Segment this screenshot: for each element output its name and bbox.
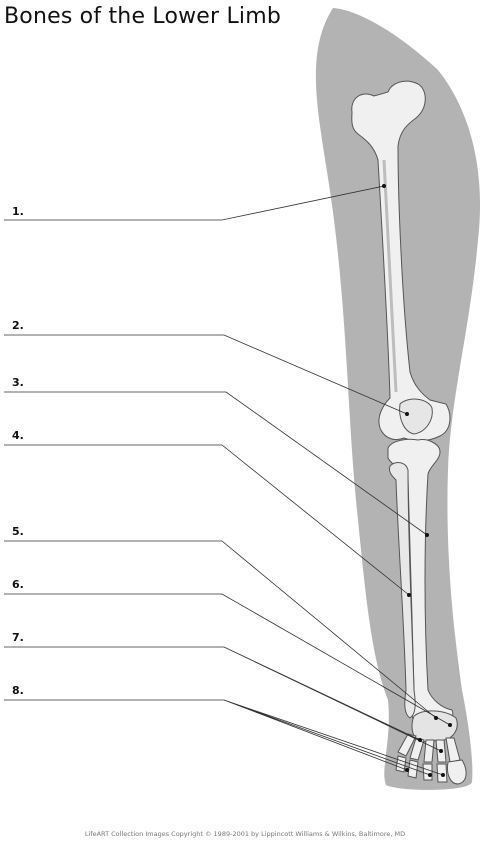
metatarsal-5 xyxy=(397,733,417,757)
patella xyxy=(399,398,433,435)
label-7: 7. xyxy=(12,631,24,644)
phalanx-5 xyxy=(395,755,407,773)
leader-1 xyxy=(4,185,385,221)
phalanx-3 xyxy=(422,763,433,781)
label-2: 2. xyxy=(12,319,24,332)
copyright-notice: LifeART Collection Images Copyright © 19… xyxy=(84,830,406,838)
leader-dot-1 xyxy=(382,184,386,188)
label-8: 8. xyxy=(12,684,24,697)
label-6: 6. xyxy=(12,578,24,591)
phalanx-big-toe xyxy=(447,759,467,785)
leader-dot-8a xyxy=(405,768,409,772)
leader-dot-7a xyxy=(418,738,422,742)
leader-4 xyxy=(4,444,410,596)
metatarsal-3 xyxy=(423,739,435,763)
femur xyxy=(351,80,451,442)
leader-5 xyxy=(4,540,437,719)
leader-dot-6 xyxy=(448,723,452,727)
leader-8 xyxy=(4,699,444,776)
leader-dot-2 xyxy=(405,412,409,416)
label-4: 4. xyxy=(12,429,24,442)
tibia xyxy=(387,438,454,725)
phalanx-2 xyxy=(436,763,448,783)
leader-7 xyxy=(4,646,442,752)
leader-dot-3 xyxy=(425,533,429,537)
leader-lines xyxy=(4,185,451,776)
femur-shaft-shadow xyxy=(382,159,398,393)
leader-2 xyxy=(4,334,408,415)
label-1: 1. xyxy=(12,205,24,218)
leader-3 xyxy=(4,391,428,536)
leader-dot-5 xyxy=(434,716,438,720)
fibula xyxy=(389,462,416,719)
leader-dot-8b xyxy=(428,773,432,777)
leader-dot-7b xyxy=(439,749,443,753)
label-3: 3. xyxy=(12,376,24,389)
tarsals xyxy=(411,710,458,743)
leader-dots xyxy=(382,184,452,777)
leader-dot-8c xyxy=(441,773,445,777)
leader-6 xyxy=(4,593,451,726)
label-5: 5. xyxy=(12,525,24,538)
leader-dot-4 xyxy=(407,593,411,597)
diagram-title: Bones of the Lower Limb xyxy=(4,4,282,29)
